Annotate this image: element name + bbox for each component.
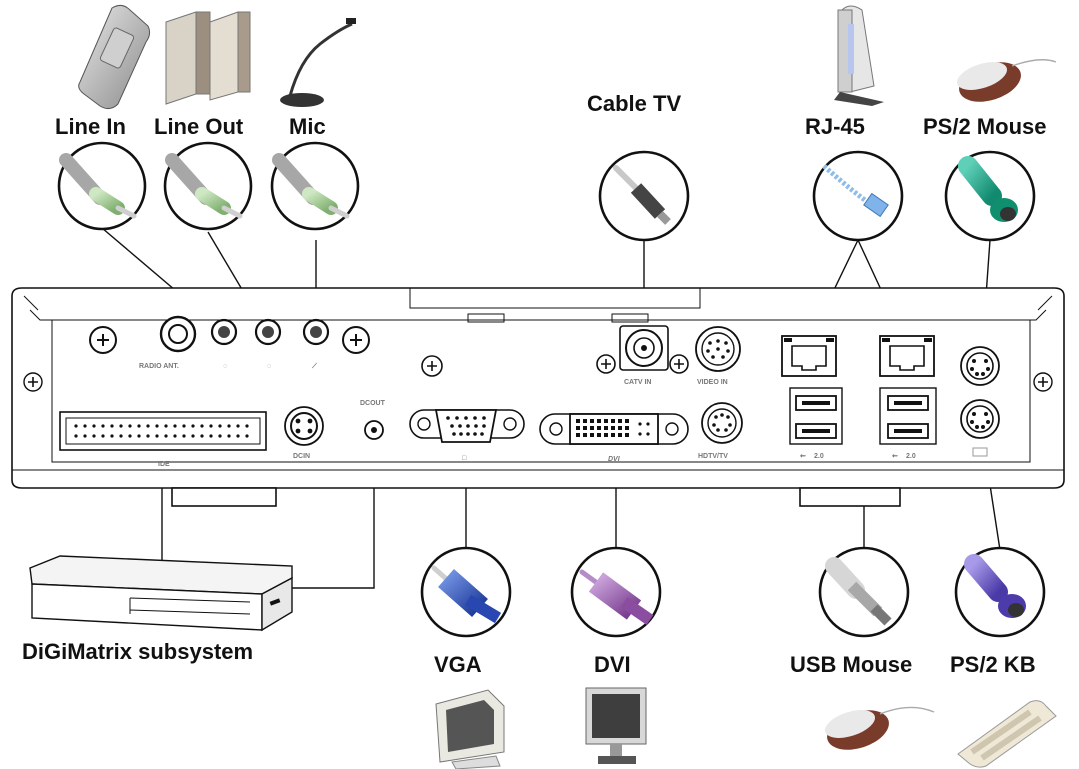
usb-right-version: 2.0: [906, 453, 916, 460]
catv-port: [620, 326, 668, 370]
vga-label: VGA: [434, 652, 482, 677]
dvi-label: DVI: [594, 652, 631, 677]
lcd-monitor-image: [586, 688, 646, 764]
ps2-keyboard-port: [961, 400, 999, 438]
ps2-mouse-plug-circle: [946, 152, 1034, 240]
keyboard-image: [958, 701, 1056, 767]
dcout-text: DCOUT: [360, 400, 386, 407]
crt-monitor-image: [436, 690, 504, 769]
rj45-port-left: [782, 336, 836, 376]
rj45-port-right: [880, 336, 934, 376]
cable-tv-plug-circle: [600, 152, 688, 240]
cable-tv-label: Cable TV: [587, 91, 681, 116]
mouse-top-image: [954, 55, 1056, 109]
mouse-bottom-image: [822, 703, 934, 757]
video-in-text: VIDEO IN: [697, 379, 728, 386]
rj45-label: RJ-45: [805, 114, 865, 139]
modem-image: [834, 6, 884, 106]
usb-ports-right: [880, 388, 936, 444]
digimatrix-label: DiGiMatrix subsystem: [22, 639, 253, 664]
video-in-port: [696, 327, 740, 371]
rj45-plug-circle: [814, 152, 902, 240]
svg-text:◌: ◌: [267, 363, 271, 370]
radio-ant-text: RADIO ANT.: [139, 363, 179, 370]
dcin-port: [285, 407, 323, 445]
microphone-image: [280, 18, 356, 107]
usb-mouse-plug-circle: [820, 548, 908, 636]
ps2-mouse-port: [961, 347, 999, 385]
line-out-label: Line Out: [154, 114, 244, 139]
dcout-port: [365, 421, 383, 439]
ps2-kb-plug-circle: [956, 548, 1044, 636]
hdtv-tv-text: HDTV/TV: [698, 453, 728, 460]
speakers-image: [166, 12, 250, 104]
dcin-text: DCIN: [293, 453, 310, 460]
dvi-port: [540, 414, 688, 444]
ide-connector: [60, 412, 266, 450]
usb-mouse-label: USB Mouse: [790, 652, 912, 677]
catv-in-text: CATV IN: [624, 379, 651, 386]
ide-text: IDE: [158, 461, 170, 468]
digimatrix-device-image: [30, 556, 292, 630]
line-in-plug-circle: [59, 143, 145, 229]
dvi-plug-circle: [572, 548, 660, 636]
ps2-kb-label: PS/2 KB: [950, 652, 1036, 677]
vga-port: [410, 410, 524, 442]
vga-plug-circle: [422, 548, 510, 636]
usb-left-version: 2.0: [814, 453, 824, 460]
mic-label: Mic: [289, 114, 326, 139]
hdtv-port: [702, 403, 742, 443]
usb-ports-left: [790, 388, 842, 444]
dvi-text: DVI: [608, 456, 621, 463]
svg-text:⇜: ⇜: [892, 453, 898, 460]
ps2-mouse-label: PS/2 Mouse: [923, 114, 1046, 139]
radio-antenna-jack: [161, 317, 195, 351]
svg-text:⇜: ⇜: [800, 453, 806, 460]
line-out-plug-circle: [165, 143, 251, 229]
line-in-label: Line In: [55, 114, 126, 139]
svg-text:◌: ◌: [223, 363, 227, 370]
recorder-image: [79, 5, 150, 108]
mic-plug-circle: [272, 143, 358, 229]
